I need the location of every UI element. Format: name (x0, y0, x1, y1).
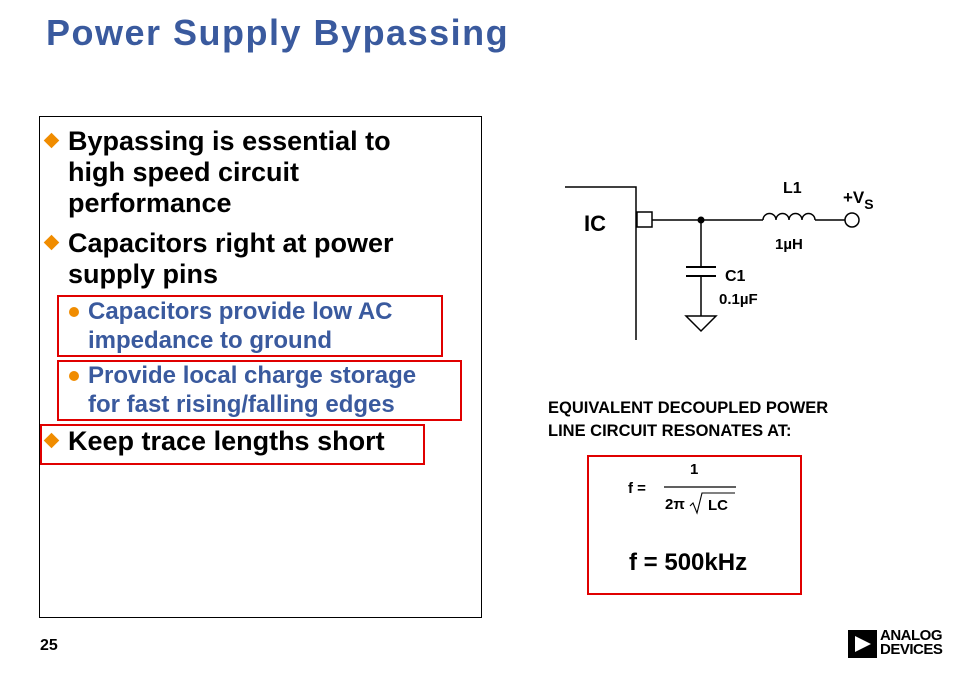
bullet-line: supply pins (68, 259, 219, 289)
formula-numerator: 1 (690, 461, 699, 478)
inductor-name: L1 (783, 180, 802, 197)
bullet-item: Bypassing is essential to high speed cir… (43, 126, 391, 219)
inductor-value: 1µH (775, 236, 803, 253)
highlight-box (57, 360, 462, 421)
equivalent-caption: EQUIVALENT DECOUPLED POWER LINE CIRCUIT … (548, 399, 829, 440)
ic-outline (565, 186, 637, 340)
dot-bullet-icon (69, 371, 79, 381)
page-number: 25 (40, 637, 58, 654)
supply-label: +VS (843, 188, 874, 212)
ic-label: IC (584, 211, 606, 236)
inductor-symbol (762, 212, 816, 221)
bullet-line: Capacitors provide low AC (88, 298, 393, 325)
logo-text: ANALOG DEVICES (880, 627, 943, 658)
highlight-box (57, 295, 443, 357)
bullet-line: Keep trace lengths short (68, 426, 385, 456)
bullet-line: for fast rising/falling edges (88, 391, 395, 418)
bullet-item: Capacitors right at power supply pins (43, 228, 394, 290)
formula-box (587, 455, 802, 595)
bullet-panel (39, 116, 482, 618)
formula-result: f = 500kHz (629, 549, 748, 576)
sub-bullet-item: Provide local charge storage for fast ri… (69, 361, 417, 419)
highlight-box (40, 424, 425, 465)
slide-title: Power Supply Bypassing (46, 12, 510, 53)
capacitor-name: C1 (725, 268, 746, 285)
bullet-line: Provide local charge storage (88, 362, 417, 389)
ground-icon (684, 315, 718, 333)
supply-terminal-icon (844, 212, 860, 228)
dot-bullet-icon (69, 307, 79, 317)
bullet-line: performance (68, 188, 232, 218)
bullet-line: Bypassing is essential to (68, 126, 391, 156)
formula-f-symbol: f = (628, 480, 646, 497)
sub-bullet-item: Capacitors provide low AC impedance to g… (69, 297, 393, 355)
capacitor-value: 0.1µF (719, 291, 758, 308)
bullet-line: Capacitors right at power (68, 228, 394, 258)
bullet-item: Keep trace lengths short (43, 426, 385, 457)
formula-denominator-prefix: 2π (665, 496, 685, 513)
formula-denominator-root: LC (708, 497, 728, 514)
bullet-line: high speed circuit (68, 157, 300, 187)
bullet-line: impedance to ground (88, 327, 333, 354)
radical-sign-icon (689, 492, 735, 515)
